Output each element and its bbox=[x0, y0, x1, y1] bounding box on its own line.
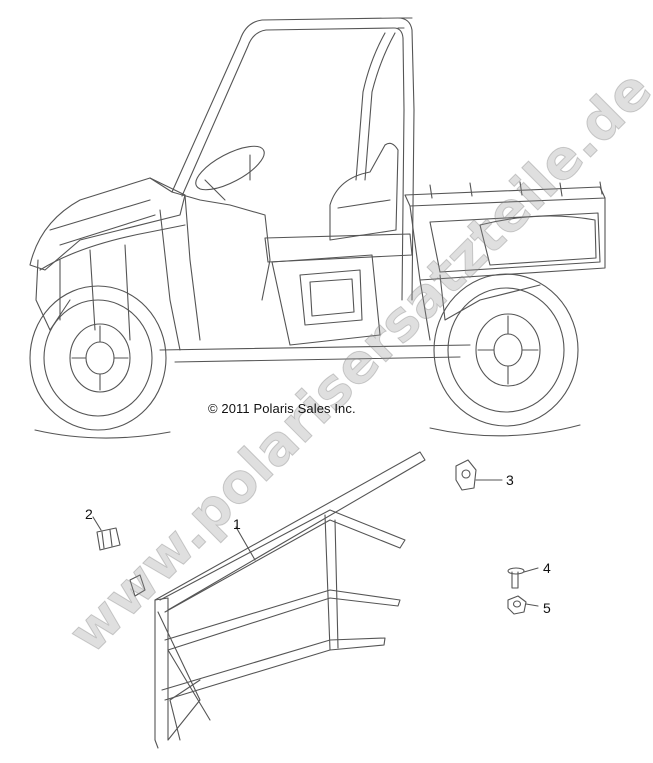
callout-2: 2 bbox=[85, 506, 93, 522]
part-1-frame bbox=[129, 451, 426, 749]
callout-4: 4 bbox=[543, 560, 551, 576]
vehicle-illustration bbox=[29, 17, 606, 439]
callout-1: 1 bbox=[233, 516, 241, 532]
part-2-clip bbox=[92, 516, 121, 551]
part-5-nut bbox=[507, 595, 539, 615]
callout-5: 5 bbox=[543, 600, 551, 616]
part-4-bolt bbox=[507, 567, 539, 589]
copyright-text: © 2011 Polaris Sales Inc. bbox=[208, 401, 356, 416]
callout-3: 3 bbox=[506, 472, 514, 488]
part-3-bracket bbox=[455, 459, 503, 491]
